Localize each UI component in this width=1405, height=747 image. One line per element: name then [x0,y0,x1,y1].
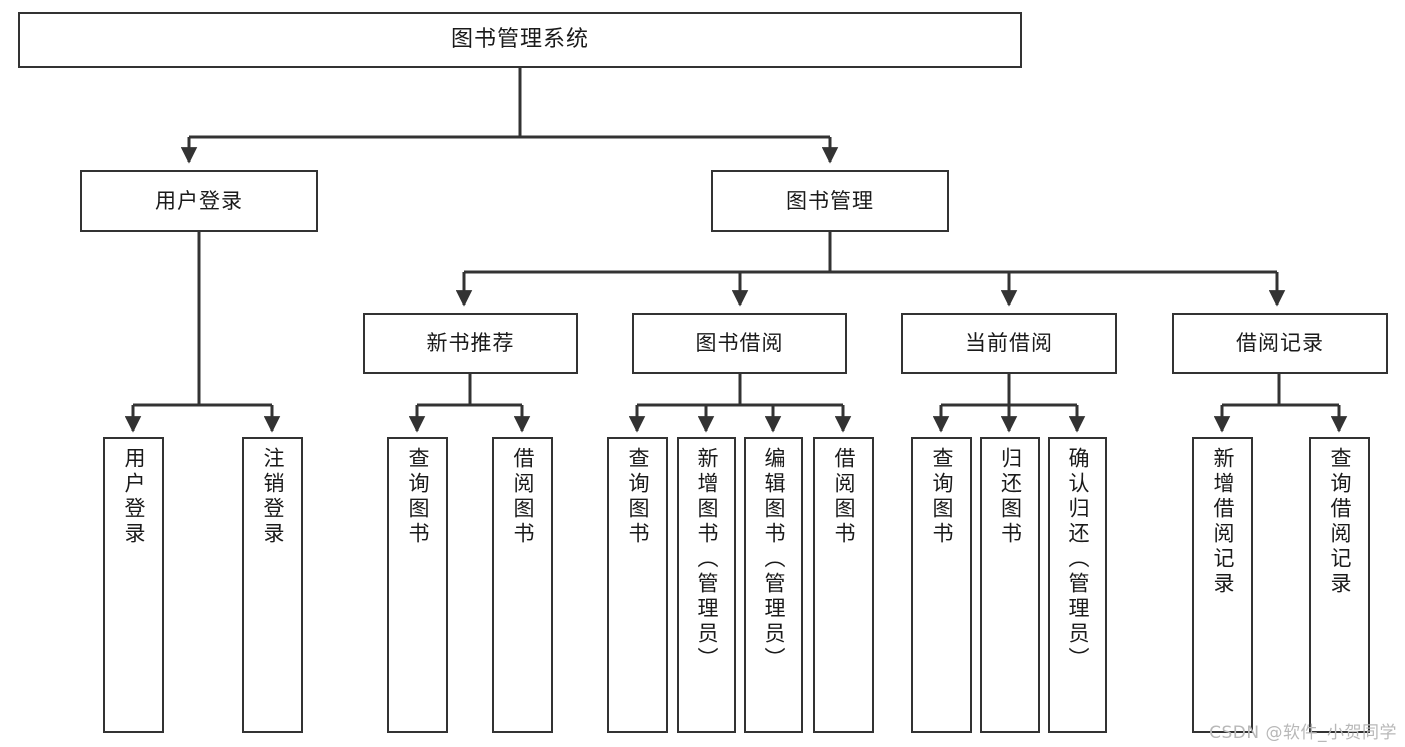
leaf-add-borrow-record[interactable]: 新增借阅记录 [1192,437,1253,733]
leaf-query-book-recommend[interactable]: 查询图书 [387,437,448,733]
leaf-borrow-book-recommend[interactable]: 借阅图书 [492,437,553,733]
leaf-confirm-return-admin-label: 确认归还（管理员） [1066,447,1090,672]
leaf-borrow-book[interactable]: 借阅图书 [813,437,874,733]
leaf-edit-book-admin[interactable]: 编辑图书（管理员） [744,437,803,733]
node-new-book-recommend-label: 新书推荐 [426,331,515,356]
leaf-query-book-current[interactable]: 查询图书 [911,437,972,733]
leaf-borrow-book-recommend-label: 借阅图书 [511,447,535,547]
node-book-management-label: 图书管理 [786,188,874,213]
leaf-query-book-current-label: 查询图书 [930,447,954,547]
leaf-return-book[interactable]: 归还图书 [980,437,1040,733]
node-root-system-label: 图书管理系统 [450,27,589,53]
leaf-query-book-borrow[interactable]: 查询图书 [607,437,668,733]
leaf-confirm-return-admin[interactable]: 确认归还（管理员） [1048,437,1107,733]
leaf-logout-login[interactable]: 注销登录 [242,437,303,733]
node-new-book-recommend[interactable]: 新书推荐 [363,313,578,374]
leaf-return-book-label: 归还图书 [998,447,1023,547]
node-current-borrow-label: 当前借阅 [965,331,1053,356]
leaf-add-book-admin-label: 新增图书（管理员） [695,447,719,672]
node-borrow-record[interactable]: 借阅记录 [1172,313,1388,374]
node-book-management[interactable]: 图书管理 [711,170,949,232]
leaf-add-borrow-record-label: 新增借阅记录 [1211,447,1235,597]
node-book-borrow-label: 图书借阅 [695,331,784,356]
node-borrow-record-label: 借阅记录 [1236,331,1324,356]
leaf-query-book-recommend-label: 查询图书 [406,447,430,547]
leaf-query-borrow-record-label: 查询借阅记录 [1328,447,1352,597]
node-current-borrow[interactable]: 当前借阅 [901,313,1117,374]
node-book-borrow[interactable]: 图书借阅 [632,313,847,374]
leaf-borrow-book-label: 借阅图书 [832,447,856,547]
leaf-user-login[interactable]: 用户登录 [103,437,164,733]
leaf-query-book-borrow-label: 查询图书 [626,447,650,547]
leaf-add-book-admin[interactable]: 新增图书（管理员） [677,437,736,733]
leaf-query-borrow-record[interactable]: 查询借阅记录 [1309,437,1370,733]
leaf-edit-book-admin-label: 编辑图书（管理员） [762,447,786,672]
node-root-system[interactable]: 图书管理系统 [18,12,1022,68]
node-user-login-label: 用户登录 [155,188,243,213]
leaf-logout-login-label: 注销登录 [261,447,285,547]
csdn-watermark: CSDN @软件_小贺同学 [1209,723,1397,743]
leaf-user-login-label: 用户登录 [122,447,146,547]
node-user-login[interactable]: 用户登录 [80,170,318,232]
